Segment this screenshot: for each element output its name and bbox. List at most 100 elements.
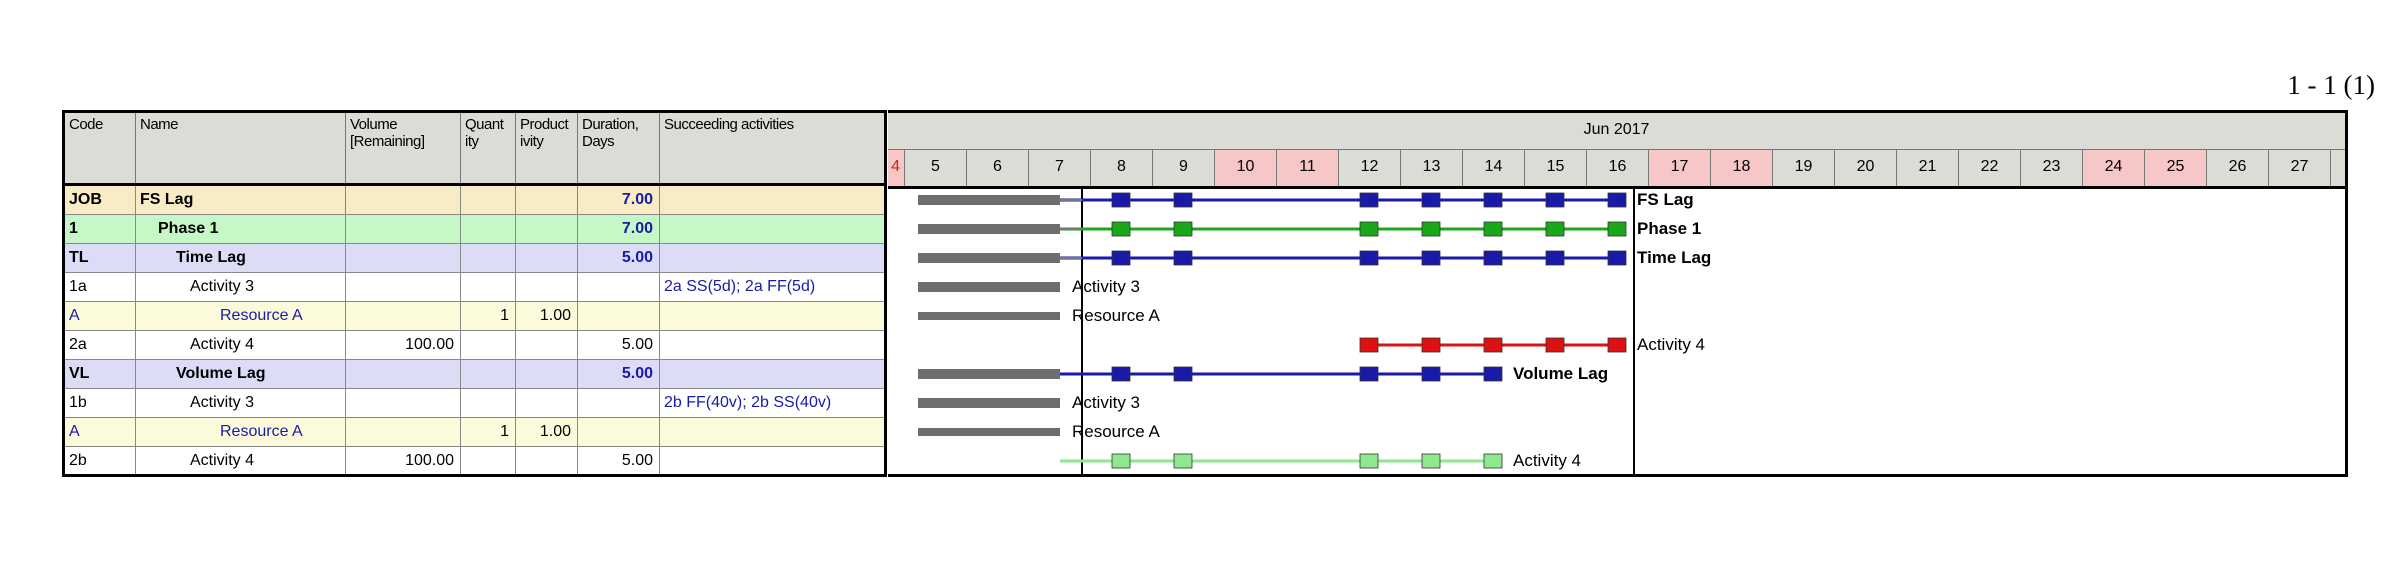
gantt-marker (1607, 337, 1627, 353)
cell-name: Activity 3 (135, 389, 345, 417)
cell-prod (515, 360, 577, 388)
gantt-marker (1359, 453, 1379, 469)
prior-progress-bar (918, 195, 1060, 205)
pane-divider[interactable] (884, 110, 887, 477)
cell-volume (345, 418, 460, 446)
cell-prod (515, 273, 577, 301)
gantt-marker (1421, 453, 1441, 469)
cell-dur: 7.00 (577, 186, 659, 214)
cell-prod (515, 447, 577, 474)
cell-dur (577, 302, 659, 330)
cell-dur: 5.00 (577, 331, 659, 359)
cell-code: 2a (69, 336, 87, 353)
col-name-header[interactable]: Name (135, 113, 345, 183)
gantt-bar-label: Phase 1 (1637, 219, 1702, 238)
cell-qty (460, 273, 515, 301)
gantt-marker (1359, 250, 1379, 266)
cell-qty (460, 244, 515, 272)
day-27: 27 (2268, 150, 2330, 186)
gantt-bar-label: Time Lag (1637, 248, 1712, 267)
cell-volume (345, 302, 460, 330)
cell-name: Activity 4 (135, 447, 345, 474)
day-12: 12 (1338, 150, 1400, 186)
activity-table: Code Name Volume [Remaining] Quant ity P… (62, 110, 884, 477)
cell-dur: 5.00 (577, 447, 659, 474)
cell-code: 1b (69, 394, 87, 411)
col-quantity-header[interactable]: Quant ity (460, 113, 515, 183)
cell-qty (460, 447, 515, 474)
day-19: 19 (1772, 150, 1834, 186)
gantt-marker (1173, 192, 1193, 208)
cell-dur (577, 273, 659, 301)
cell-prod (515, 215, 577, 243)
day-23: 23 (2020, 150, 2082, 186)
cell-dur (577, 389, 659, 417)
resource-bar (918, 312, 1060, 320)
day-24: 24 (2082, 150, 2144, 186)
col-code-header[interactable]: Code (69, 116, 103, 133)
day-25: 25 (2144, 150, 2206, 186)
gantt-bar-label: Activity 4 (1513, 451, 1582, 470)
day-6: 6 (966, 150, 1028, 186)
day-18: 18 (1710, 150, 1772, 186)
col-succeeding-header[interactable]: Succeeding activities (659, 113, 884, 183)
gantt-month-header: Jun 2017 (888, 113, 2345, 150)
gantt-marker (1421, 366, 1441, 382)
day-14: 14 (1462, 150, 1524, 186)
day-8: 8 (1090, 150, 1152, 186)
cell-name: Time Lag (135, 244, 345, 272)
cell-dur: 7.00 (577, 215, 659, 243)
col-productivity-header[interactable]: Product ivity (515, 113, 577, 183)
gantt-marker (1173, 250, 1193, 266)
day-9: 9 (1152, 150, 1214, 186)
gantt-marker (1545, 192, 1565, 208)
cell-code: VL (69, 365, 90, 382)
cell-prod: 1.00 (515, 418, 577, 446)
cell-succ (659, 418, 884, 446)
cell-qty (460, 215, 515, 243)
col-duration-header[interactable]: Duration, Days (577, 113, 659, 183)
cell-code: TL (69, 249, 89, 266)
prior-progress-bar (918, 253, 1060, 263)
day-16: 16 (1586, 150, 1648, 186)
gantt-bar-label: Activity 4 (1637, 335, 1706, 354)
gantt-marker (1111, 192, 1131, 208)
cell-succ (659, 331, 884, 359)
gantt-marker (1545, 221, 1565, 237)
gantt-marker (1421, 221, 1441, 237)
cell-name: Activity 4 (135, 331, 345, 359)
gantt-marker (1173, 366, 1193, 382)
day-15: 15 (1524, 150, 1586, 186)
table-row[interactable]: TL Time Lag 5.00 (65, 244, 884, 273)
col-volume-header[interactable]: Volume [Remaining] (345, 113, 460, 183)
day-21: 21 (1896, 150, 1958, 186)
prior-progress-bar (918, 282, 1060, 292)
gantt-marker (1483, 192, 1503, 208)
cell-volume (345, 186, 460, 214)
gantt-marker (1359, 221, 1379, 237)
cell-volume (345, 215, 460, 243)
day-10: 10 (1214, 150, 1276, 186)
cell-prod (515, 331, 577, 359)
gantt-marker (1111, 221, 1131, 237)
gantt-bar-label: Activity 3 (1072, 393, 1141, 412)
cell-qty: 1 (460, 302, 515, 330)
cell-qty (460, 186, 515, 214)
gantt-bar-label: Resource A (1072, 306, 1160, 325)
cell-dur: 5.00 (577, 244, 659, 272)
gantt-bar-label: Volume Lag (1513, 364, 1609, 383)
day-4: 4 (888, 150, 904, 186)
day-5: 5 (904, 150, 966, 186)
cell-code: JOB (69, 191, 102, 208)
